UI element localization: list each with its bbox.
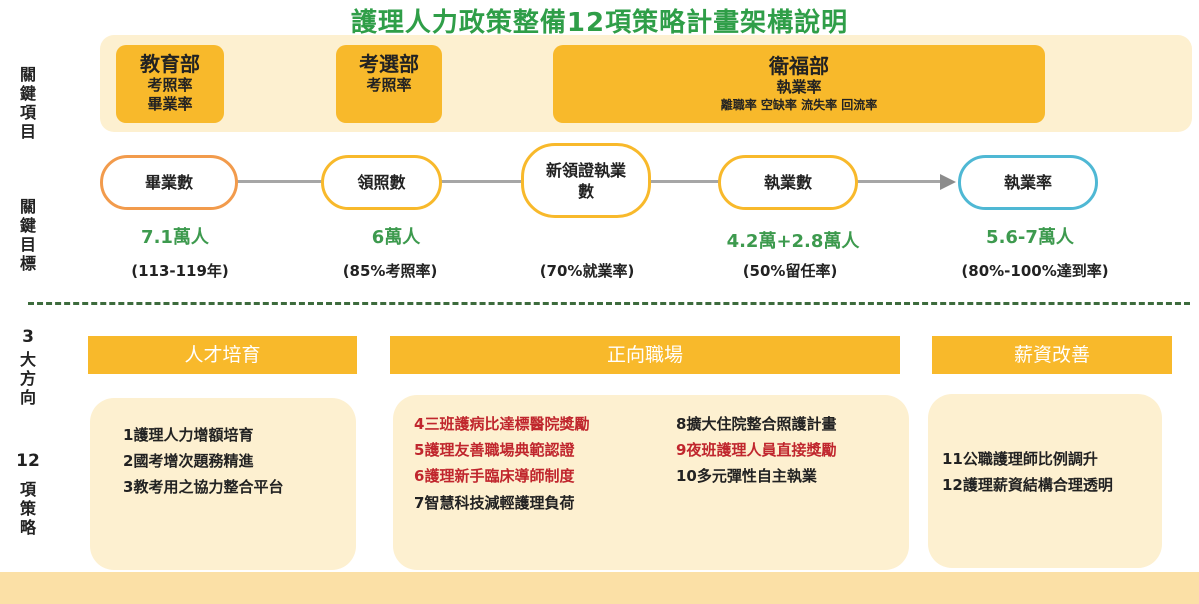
flow-value-practice-rate: 5.6-7萬人 — [986, 227, 1074, 248]
strategy-item-3: 3教考用之協力整合平台 — [123, 478, 284, 496]
ministry-health-welfare-name: 衛福部 — [769, 54, 829, 78]
ministry-examination-metric-1: 考照率 — [366, 76, 412, 94]
ministry-education: 教育部 考照率 畢業率 — [116, 45, 224, 123]
flow-note-new-practitioners: (70%就業率) — [539, 262, 635, 280]
side-label-directions-number: 3 — [22, 327, 34, 347]
footer-band — [0, 572, 1199, 604]
flow-node-graduates: 畢業數 — [100, 155, 238, 210]
ministry-education-metric-1: 考照率 — [147, 76, 193, 94]
page-title: 護理人力政策整備12項策略計畫架構說明 — [350, 8, 849, 38]
flow-value-licensed: 6萬人 — [371, 227, 421, 248]
flow-node-practice-rate: 執業率 — [958, 155, 1098, 210]
strategy-item-8: 8擴大住院整合照護計畫 — [676, 415, 837, 433]
strategy-item-12: 12護理薪資結構合理透明 — [942, 476, 1113, 494]
flow-value-graduates: 7.1萬人 — [141, 227, 209, 248]
strategy-item-11: 11公職護理師比例調升 — [942, 450, 1098, 468]
strategy-box-workplace — [393, 395, 909, 570]
strategy-item-1: 1護理人力增額培育 — [123, 426, 254, 444]
strategy-item-5: 5護理友善職場典範認證 — [414, 441, 575, 459]
side-label-key-items: 關鍵項目 — [19, 65, 36, 141]
flow-value-practitioners: 4.2萬+2.8萬人 — [726, 231, 860, 252]
flow-node-new-practitioners: 新領證執業數 — [521, 143, 651, 218]
arrowhead-icon — [940, 174, 956, 190]
connector-4 — [856, 180, 946, 183]
side-label-strategies-number: 12 — [16, 451, 40, 471]
ministry-examination-name: 考選部 — [359, 52, 419, 76]
strategy-item-4: 4三班護病比達標醫院獎勵 — [414, 415, 590, 433]
flow-node-practitioners: 執業數 — [718, 155, 858, 210]
strategy-item-2: 2國考增次題務精進 — [123, 452, 254, 470]
direction-salary-improvement: 薪資改善 — [932, 336, 1172, 374]
direction-positive-workplace: 正向職場 — [390, 336, 900, 374]
connector-2 — [441, 180, 522, 183]
strategy-item-6: 6護理新手臨床導師制度 — [414, 467, 575, 485]
connector-1 — [237, 180, 323, 183]
strategy-item-10: 10多元彈性自主執業 — [676, 467, 817, 485]
ministry-health-welfare: 衛福部 執業率 離職率 空缺率 流失率 回流率 — [553, 45, 1045, 123]
flow-note-graduates: (113-119年) — [131, 262, 229, 280]
flow-node-licensed: 領照數 — [321, 155, 442, 210]
flow-note-practitioners: (50%留任率) — [742, 262, 838, 280]
strategy-item-9: 9夜班護理人員直接獎勵 — [676, 441, 837, 459]
strategy-item-7: 7智慧科技減輕護理負荷 — [414, 494, 575, 512]
flow-note-licensed: (85%考照率) — [342, 262, 438, 280]
side-label-strategies: 項策略 — [19, 480, 36, 537]
flow-note-practice-rate: (80%-100%達到率) — [961, 262, 1109, 280]
connector-3 — [650, 180, 721, 183]
section-divider — [28, 302, 1190, 305]
direction-talent-cultivation: 人才培育 — [88, 336, 357, 374]
ministry-education-metric-2: 畢業率 — [147, 95, 193, 113]
ministry-education-name: 教育部 — [140, 52, 200, 76]
ministry-health-welfare-detail: 離職率 空缺率 流失率 回流率 — [720, 98, 878, 112]
ministry-examination: 考選部 考照率 — [336, 45, 442, 123]
side-label-directions: 大方向 — [19, 350, 36, 407]
side-label-key-targets: 關鍵目標 — [19, 197, 36, 273]
ministry-health-welfare-metric-1: 執業率 — [776, 78, 822, 96]
strategy-box-salary — [928, 394, 1162, 568]
strategy-box-talent — [90, 398, 356, 570]
